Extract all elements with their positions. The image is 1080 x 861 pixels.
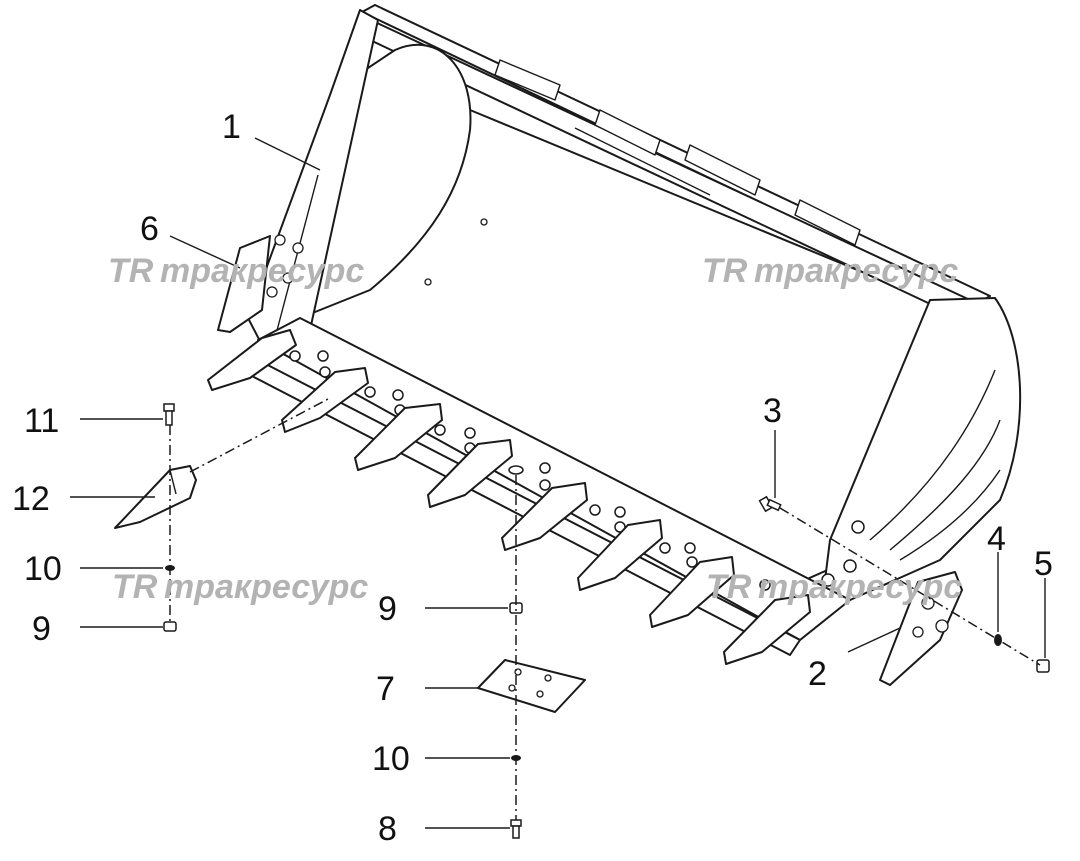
left-side-cutter: [217, 235, 271, 333]
callout-5: 5: [1034, 545, 1053, 583]
callout-4: 4: [987, 520, 1006, 558]
callout-11: 11: [24, 402, 59, 440]
callout-9-center: 9: [378, 590, 397, 628]
watermark-2: TR тракресурс: [702, 252, 958, 290]
watermark-logo: TR: [702, 252, 748, 290]
tooth-pin: [163, 403, 175, 426]
watermark-logo: TR: [108, 252, 154, 290]
watermark-1: TR тракресурс: [108, 252, 364, 290]
exploded-tooth: [114, 465, 197, 529]
watermark-3: TR тракресурс: [112, 568, 368, 606]
callout-10-left: 10: [24, 550, 62, 588]
watermark-logo: TR: [706, 568, 752, 606]
watermark-text: тракресурс: [754, 252, 958, 290]
callout-6: 6: [140, 210, 159, 248]
callout-8: 8: [378, 810, 397, 848]
plate-washer-top: [508, 465, 524, 475]
assembly-axes: [169, 397, 1041, 820]
bucket-teeth: [207, 329, 811, 665]
watermark-4: TR тракресурс: [706, 568, 962, 606]
watermark-logo: TR: [112, 568, 158, 606]
plate-bolt: [510, 819, 522, 839]
nut-left: [163, 621, 177, 632]
callout-1: 1: [222, 108, 241, 146]
cutting-edge-bolts: [289, 350, 865, 591]
callout-7: 7: [376, 670, 395, 708]
callout-12: 12: [12, 480, 50, 518]
right-side-cutter: [879, 571, 963, 686]
callout-9-left: 9: [32, 610, 51, 648]
callout-2: 2: [808, 655, 827, 693]
callout-labels: 1 2 3 4 5 6 7 8 9 9 10 10 11 12: [12, 108, 1053, 848]
side-bolt: [758, 495, 782, 513]
side-nut: [1036, 659, 1050, 673]
callout-10-center: 10: [372, 740, 410, 778]
watermark-text: тракресурс: [160, 252, 364, 290]
watermark-text: тракресурс: [758, 568, 962, 606]
leader-lines: [70, 137, 1046, 829]
wear-plate: [477, 659, 586, 713]
callout-3: 3: [763, 392, 782, 430]
watermark-text: тракресурс: [164, 568, 368, 606]
